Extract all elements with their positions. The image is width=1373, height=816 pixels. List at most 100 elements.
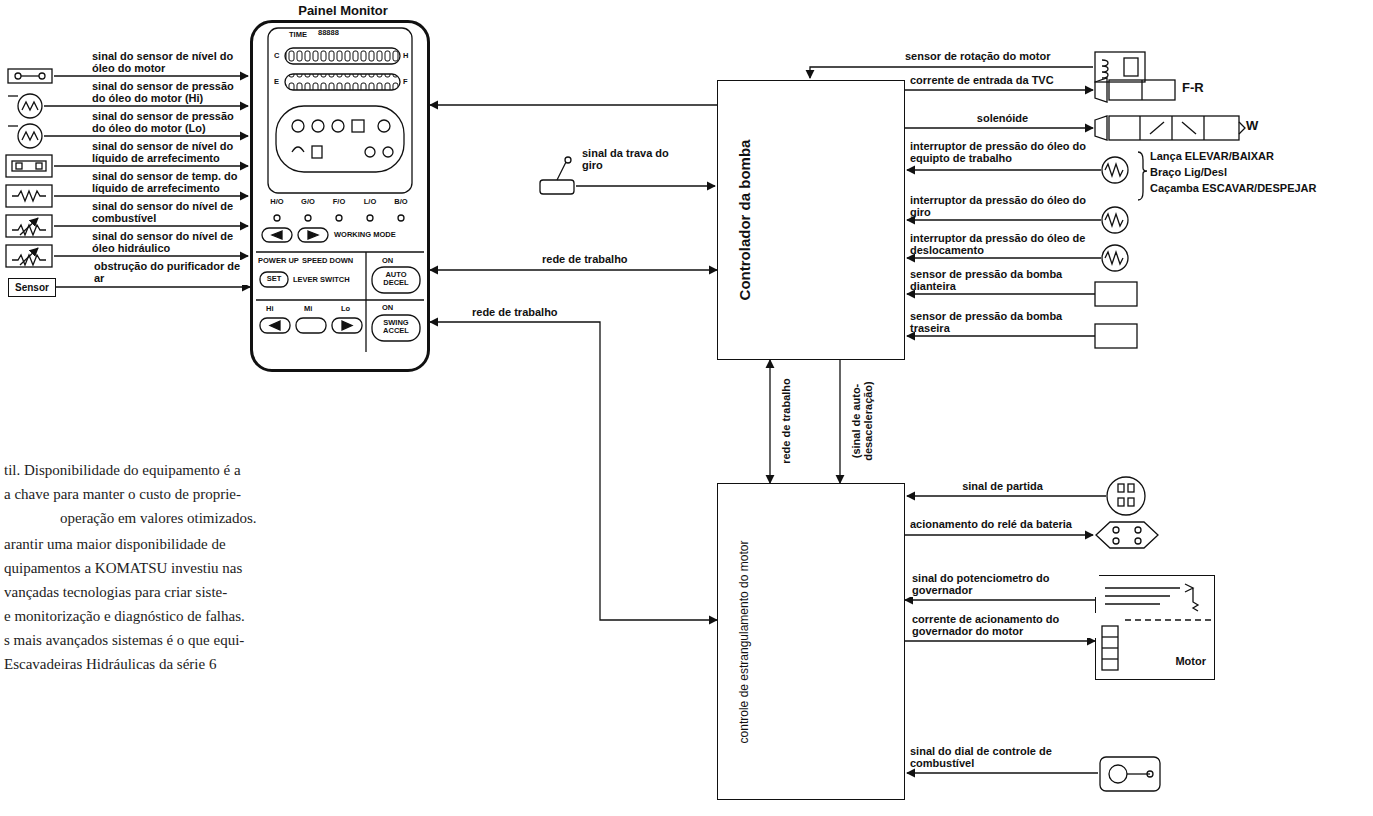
body-text: til. Disponibilidade do equipamento é a — [4, 462, 241, 479]
connector-label: rede de trabalho — [540, 253, 630, 265]
signal-label: F-R — [1182, 81, 1204, 96]
body-text: a chave para manter o custo de proprie- — [4, 486, 241, 503]
body-text: s mais avançados sistemas é o que equi- — [4, 632, 244, 649]
connector-label: rede de trabalho — [470, 306, 560, 318]
connector-label: (sinal de auto-desaceleração) — [850, 360, 875, 482]
solenoid-valve-symbol — [1095, 116, 1245, 140]
signal-label: sinal de partida — [910, 480, 1095, 492]
node-label: Controlador da bomba — [736, 140, 753, 301]
signal-label: interruptor da pressão do óleo de desloc… — [910, 232, 1095, 257]
governor-symbol — [1102, 584, 1212, 670]
fuel-level-symbol — [6, 215, 52, 237]
monitor-panel-face — [256, 28, 424, 352]
hydraulic-level-symbol — [6, 245, 52, 267]
engine-throttle-controller: controle de estrangulamento do motor — [717, 483, 905, 800]
panel-legend: H/O — [262, 198, 292, 206]
signal-label: sinal do sensor de nível do óleo do moto… — [92, 50, 244, 75]
swing-lock-switch — [540, 157, 715, 194]
signal-connector — [430, 269, 717, 270]
signal-label: sinal do sensor de pressão do óleo do mo… — [92, 80, 244, 105]
panel-legend: ON — [382, 257, 393, 265]
sensor-wires — [44, 76, 248, 256]
panel-legend: Hi — [266, 305, 274, 313]
signal-label: corrente de entrada da TVC — [910, 74, 1054, 86]
panel-legend: TIME — [289, 31, 307, 39]
body-text: Escavadeiras Hidráulicas da série 6 — [4, 656, 216, 673]
signal-label: sinal do sensor do nível de combustível — [92, 200, 244, 225]
panel-legend: WORKING MODE — [334, 231, 396, 239]
connector-label: obstrução do purificador de ar — [92, 260, 248, 285]
signal-label: sinal do dial de controle de combustível — [910, 745, 1095, 770]
throttle-controller-wires — [905, 496, 1106, 773]
tvc-valve-symbol — [1095, 78, 1175, 102]
body-text: operação em valores otimizados. — [60, 510, 257, 527]
temperature-sensor-symbol — [6, 185, 52, 207]
coolant-level-symbol — [6, 155, 52, 177]
node-label: Painel Monitor — [233, 3, 453, 18]
panel-legend: 88888 — [318, 29, 339, 37]
panel-legend: Lo — [341, 305, 350, 313]
connector-label: rede de trabalho — [780, 376, 792, 466]
panel-legend: SWING ACCEL — [373, 319, 419, 336]
signal-label: Lança ELEVAR/BAIXAR — [1150, 150, 1274, 162]
connector-label: corrente de acionamento do governador do… — [910, 613, 1099, 638]
signal-label: sensor de pressão da bomba traseira — [910, 310, 1095, 335]
node-label: Motor — [1175, 655, 1206, 667]
signal-label: Braço Lig/Desl — [1150, 166, 1227, 178]
fuel-dial-symbol — [1100, 757, 1160, 791]
node-label: Sensor — [15, 282, 49, 293]
panel-legend: F/O — [324, 198, 354, 206]
panel-legend: H — [403, 52, 408, 60]
panel-legend: F — [403, 78, 408, 86]
signal-connector — [430, 104, 717, 105]
pressure-sensor-symbol — [8, 124, 42, 148]
pump-pressure-sensor-symbol — [1095, 282, 1137, 348]
signal-label: sinal da trava do giro — [582, 147, 674, 172]
panel-legend: POWER UP — [258, 257, 299, 265]
body-text: quipamentos a KOMATSU investiu nas — [4, 560, 242, 577]
engine-governor-box: Motor — [1095, 575, 1215, 680]
signal-label: sensor de pressão da bomba dianteira — [910, 268, 1095, 293]
signal-label: Caçamba ESCAVAR/DESPEJAR — [1150, 182, 1316, 194]
signal-label: interruptor de pressão do óleo do equipt… — [910, 140, 1095, 165]
panel-legend: G/O — [293, 198, 323, 206]
starter-switch-symbol — [1107, 477, 1145, 515]
body-text: vançadas tecnologias para criar siste- — [4, 584, 227, 601]
level-switch-symbol — [8, 69, 52, 83]
pump-controller: Controlador da bomba — [717, 80, 905, 360]
rotation-sensor-symbol — [1095, 52, 1145, 82]
signal-label: W — [1246, 119, 1258, 134]
sensor-box: Sensor — [8, 278, 56, 297]
body-text: e monitorização e diagnóstico de falhas. — [4, 608, 245, 625]
pressure-switch-symbol — [1102, 152, 1147, 271]
signal-label: acionamento do relé da bateria — [910, 518, 1095, 530]
panel-legend: E — [274, 78, 279, 86]
panel-legend: L/O — [355, 198, 385, 206]
signal-label: sensor de rotação do motor — [905, 50, 1050, 62]
signal-connector — [56, 286, 250, 287]
panel-legend: AUTO DECEL — [373, 271, 419, 288]
pump-controller-wires — [810, 67, 1101, 336]
connector-label: sinal do potenciometro do governador — [910, 572, 1099, 597]
signal-label: sinal do sensor do nível de óleo hidrául… — [92, 230, 244, 255]
signal-label: solenóide — [910, 112, 1095, 124]
signal-label: sinal do sensor de pressão do óleo do mo… — [92, 110, 244, 135]
signal-connector — [905, 599, 1095, 600]
signal-connector — [905, 640, 1095, 641]
signal-connector — [769, 360, 770, 483]
panel-legend: Mi — [304, 305, 312, 313]
battery-relay-symbol — [1096, 522, 1158, 548]
signal-connector — [839, 360, 840, 483]
signal-label: sinal do sensor de temp. do líquido de a… — [92, 170, 244, 195]
panel-legend: ON — [382, 304, 393, 312]
node-label: controle de estrangulamento do motor — [737, 540, 751, 743]
body-text: arantir uma maior disponibilidade de — [4, 536, 226, 553]
panel-legend: C — [274, 52, 279, 60]
panel-legend: LEVER SWITCH — [293, 276, 350, 284]
panel-legend: SET — [260, 275, 288, 283]
signal-label: sinal do sensor de nível do líquido de a… — [92, 140, 244, 165]
